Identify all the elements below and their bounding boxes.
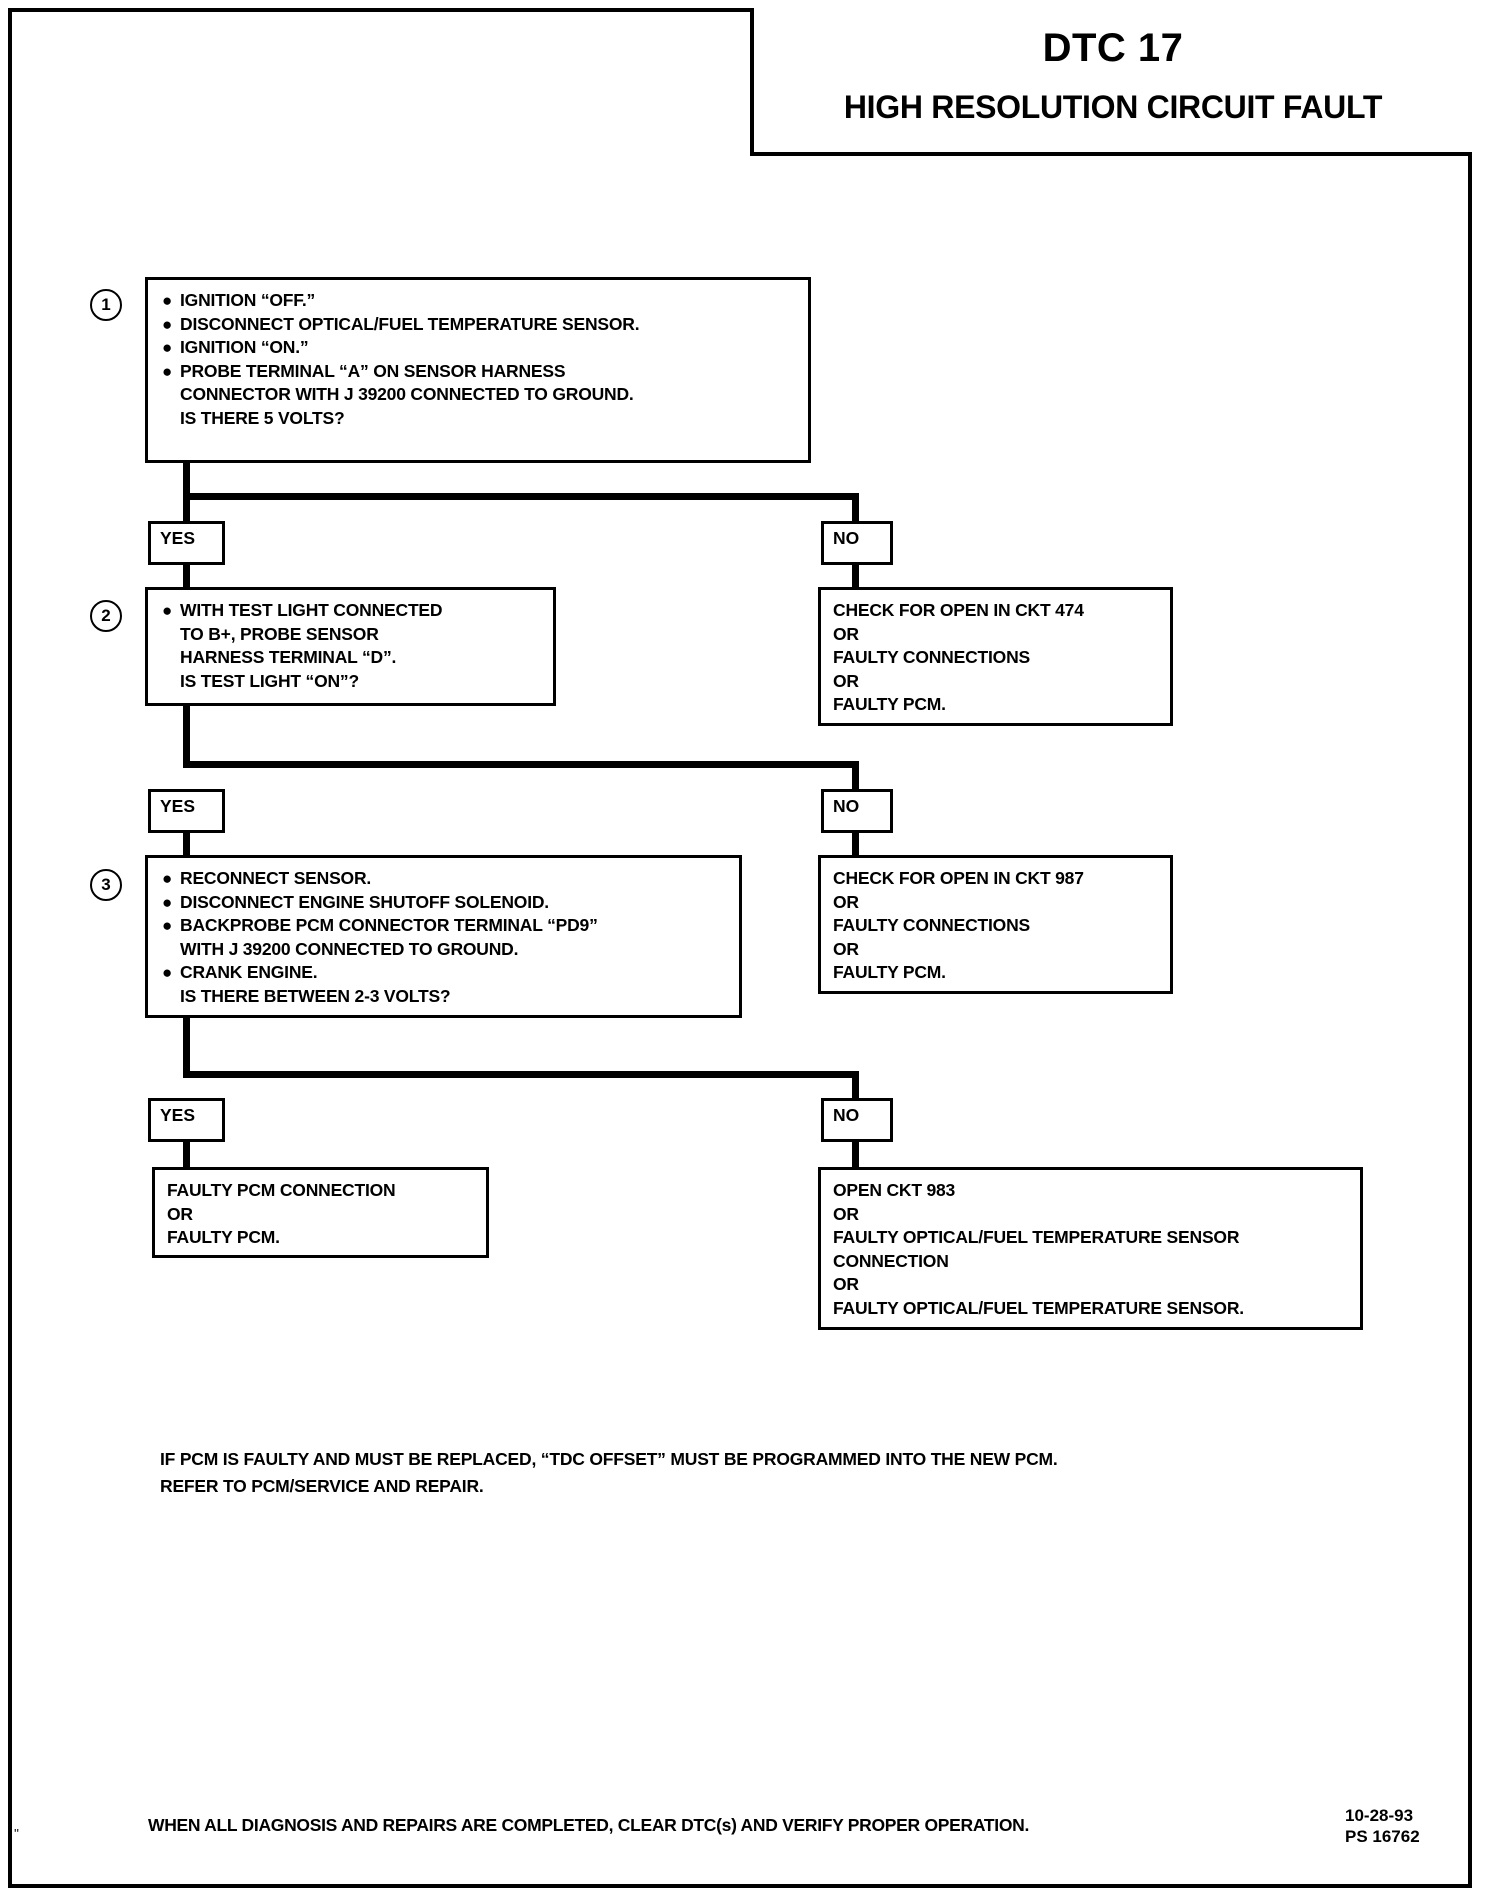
bullet-dot-icon: ● — [162, 314, 173, 334]
connector-yes1-down — [183, 563, 190, 593]
bullet-dot-icon: ● — [162, 916, 173, 935]
bullet-dot-icon: ● — [162, 291, 173, 310]
result-line: CONNECTION — [833, 1250, 949, 1271]
connector-no2-down — [852, 831, 859, 861]
result-line: FAULTY PCM. — [833, 962, 946, 982]
step-2-bullet-1: ● WITH TEST LIGHT CONNECTED TO B+, PROBE… — [160, 599, 543, 693]
branch-3-yes-result-box: FAULTY PCM CONNECTION OR FAULTY PCM. — [152, 1167, 489, 1258]
dtc-title: HIGH RESOLUTION CIRCUIT FAULT — [843, 89, 1383, 125]
bullet-text: CRANK ENGINE. — [180, 962, 318, 982]
branch-label-no-2: NO — [821, 789, 893, 833]
bullet-dot-icon: ● — [162, 869, 173, 888]
result-line: OR — [833, 670, 859, 691]
bullet-dot-icon: ● — [162, 892, 173, 912]
step-3-box: ● RECONNECT SENSOR. ● DISCONNECT ENGINE … — [145, 855, 742, 1018]
step-1-bullet-2: ● DISCONNECT OPTICAL/FUEL TEMPERATURE SE… — [160, 313, 798, 337]
step-number-1: 1 — [90, 289, 122, 321]
note-line-1: IF PCM IS FAULTY AND MUST BE REPLACED, “… — [160, 1449, 1058, 1469]
connector-step3-no-down — [852, 1071, 859, 1102]
connector-no3-down — [852, 1140, 859, 1172]
step-number-3: 3 — [90, 869, 122, 901]
result-line: FAULTY PCM CONNECTION — [167, 1180, 396, 1200]
bullet-text: TO B+, PROBE SENSOR — [180, 623, 379, 644]
result-line: OR — [833, 938, 859, 959]
step-3-bullet-4: ● CRANK ENGINE. IS THERE BETWEEN 2-3 VOL… — [160, 961, 729, 1008]
bullet-dot-icon: ● — [162, 338, 173, 357]
step-1-box: ● IGNITION “OFF.” ● DISCONNECT OPTICAL/F… — [145, 277, 811, 463]
bullet-text: PROBE TERMINAL “A” ON SENSOR HARNESS — [180, 360, 566, 381]
result-line: OR — [833, 1274, 859, 1294]
bullet-text: DISCONNECT OPTICAL/FUEL TEMPERATURE SENS… — [180, 313, 640, 334]
result-line: OR — [167, 1203, 193, 1224]
step-3-bullet-1: ● RECONNECT SENSOR. — [160, 867, 729, 891]
note-line-2: REFER TO PCM/SERVICE AND REPAIR. — [160, 1476, 484, 1496]
stamp-date: 10-28-93 — [1345, 1806, 1414, 1825]
step-2-box: ● WITH TEST LIGHT CONNECTED TO B+, PROBE… — [145, 587, 556, 706]
result-line: OR — [833, 623, 859, 644]
bullet-dot-icon: ● — [162, 601, 173, 620]
corner-tick-mark: '' — [14, 1826, 19, 1841]
result-line: FAULTY OPTICAL/FUEL TEMPERATURE SENSOR. — [833, 1297, 1244, 1318]
bullet-text: IS THERE BETWEEN 2-3 VOLTS? — [180, 985, 451, 1006]
branch-label-yes-1: YES — [148, 521, 225, 565]
branch-label-no-1: NO — [821, 521, 893, 565]
page-border — [8, 8, 1472, 1888]
bullet-text: WITH J 39200 CONNECTED TO GROUND. — [180, 938, 519, 959]
bullet-text: IS TEST LIGHT “ON”? — [180, 670, 359, 691]
bullet-text: IS THERE 5 VOLTS? — [180, 407, 345, 428]
branch-1-no-result-box: CHECK FOR OPEN IN CKT 474 OR FAULTY CONN… — [818, 587, 1173, 726]
result-line: FAULTY CONNECTIONS — [833, 647, 1031, 667]
bullet-text: WITH TEST LIGHT CONNECTED — [180, 600, 443, 620]
connector-no1-down — [852, 563, 859, 593]
result-line: OPEN CKT 983 — [833, 1180, 956, 1200]
branch-2-no-result-box: CHECK FOR OPEN IN CKT 987 OR FAULTY CONN… — [818, 855, 1173, 994]
connector-step3-horizontal — [183, 1071, 859, 1078]
connector-step3-down — [183, 1018, 190, 1078]
result-line: FAULTY PCM. — [167, 1227, 280, 1247]
bullet-text: BACKPROBE PCM CONNECTOR TERMINAL “PD9” — [180, 915, 598, 935]
connector-step1-no-down — [852, 493, 859, 524]
dtc-code: DTC 17 — [1042, 26, 1184, 70]
step-1-bullet-3: ● IGNITION “ON.” — [160, 336, 798, 360]
result-line: CHECK FOR OPEN IN CKT 474 — [833, 600, 1084, 620]
result-line: FAULTY PCM. — [833, 694, 946, 714]
stamp-reference: PS 16762 — [1345, 1827, 1420, 1846]
branch-label-yes-3: YES — [148, 1098, 225, 1142]
document-stamp: 10-28-93 PS 16762 — [1345, 1805, 1420, 1847]
title-block: DTC 17 HIGH RESOLUTION CIRCUIT FAULT — [750, 8, 1472, 156]
connector-step2-no-down — [852, 761, 859, 792]
result-line: FAULTY OPTICAL/FUEL TEMPERATURE SENSOR — [833, 1227, 1240, 1247]
step-number-2: 2 — [90, 600, 122, 632]
branch-label-no-3: NO — [821, 1098, 893, 1142]
connector-step1-horizontal — [183, 493, 859, 500]
bullet-text: DISCONNECT ENGINE SHUTOFF SOLENOID. — [180, 891, 549, 912]
result-line: OR — [833, 1203, 859, 1224]
bullet-dot-icon: ● — [162, 963, 173, 982]
bullet-text: HARNESS TERMINAL “D”. — [180, 647, 397, 667]
bullet-text: IGNITION “ON.” — [180, 337, 309, 357]
connector-step2-horizontal — [183, 761, 859, 768]
bullet-text: IGNITION “OFF.” — [180, 290, 316, 310]
branch-label-yes-2: YES — [148, 789, 225, 833]
step-3-bullet-2: ● DISCONNECT ENGINE SHUTOFF SOLENOID. — [160, 891, 729, 915]
step-3-bullet-3: ● BACKPROBE PCM CONNECTOR TERMINAL “PD9”… — [160, 914, 729, 961]
bullet-text: CONNECTOR WITH J 39200 CONNECTED TO GROU… — [180, 384, 634, 404]
result-line: CHECK FOR OPEN IN CKT 987 — [833, 868, 1084, 888]
bullet-dot-icon: ● — [162, 361, 173, 381]
connector-yes2-down — [183, 831, 190, 861]
step-1-bullet-1: ● IGNITION “OFF.” — [160, 289, 798, 313]
branch-3-no-result-box: OPEN CKT 983 OR FAULTY OPTICAL/FUEL TEMP… — [818, 1167, 1363, 1330]
result-line: FAULTY CONNECTIONS — [833, 915, 1031, 935]
footer-instruction: WHEN ALL DIAGNOSIS AND REPAIRS ARE COMPL… — [148, 1815, 1030, 1835]
note-block: IF PCM IS FAULTY AND MUST BE REPLACED, “… — [160, 1446, 1058, 1500]
connector-step2-down — [183, 706, 190, 768]
result-line: OR — [833, 891, 859, 912]
bullet-text: RECONNECT SENSOR. — [180, 868, 372, 888]
connector-yes3-down — [183, 1140, 190, 1172]
step-1-bullet-4: ● PROBE TERMINAL “A” ON SENSOR HARNESS C… — [160, 360, 798, 431]
